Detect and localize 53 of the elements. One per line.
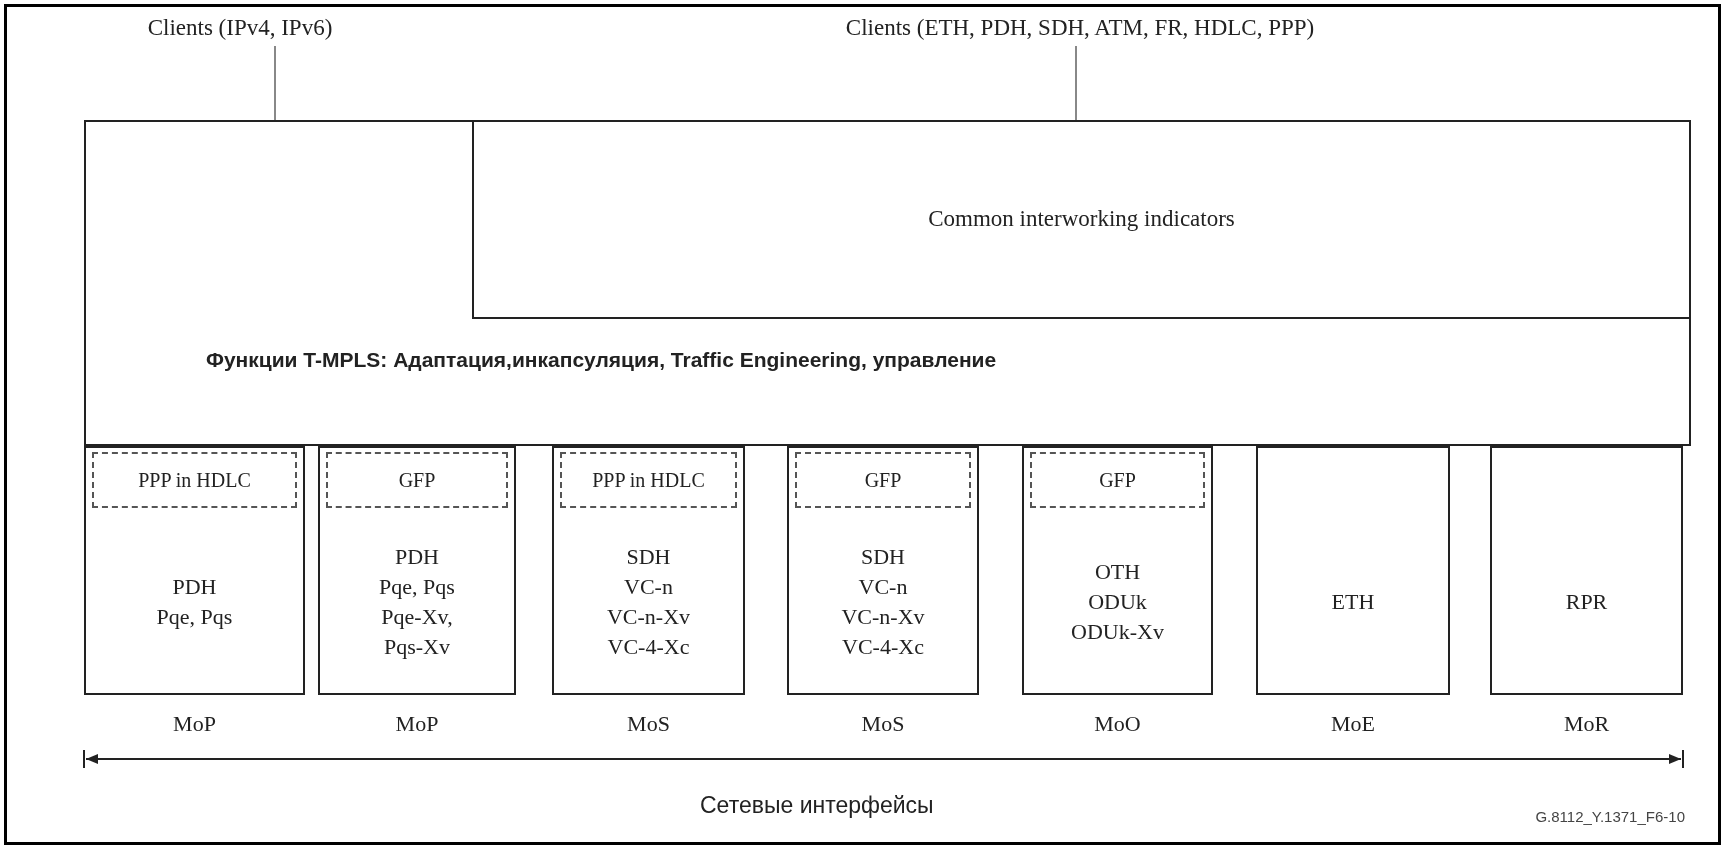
interface-label: PDH	[395, 542, 439, 571]
interface-box	[318, 446, 516, 695]
figure-id: G.8112_Y.1371_F6-10	[1535, 807, 1685, 827]
interface-box	[1256, 446, 1450, 695]
interface-label: PDH	[172, 572, 217, 601]
function-text: Функции T-MPLS: Адаптация,инкапсуляция, Traffic Engineering, управление	[206, 347, 997, 373]
box-label: GFP	[864, 468, 902, 493]
interface-label: Pqe, Pqs	[156, 602, 233, 631]
interface-box	[1490, 446, 1683, 695]
interface-box	[84, 446, 305, 695]
box-label: PPP in HDLC	[592, 468, 705, 493]
interface-label: ODUk	[1088, 587, 1147, 616]
mapping-label: MoP	[172, 710, 217, 738]
box-label: PPP in HDLC	[138, 468, 251, 493]
interface-label: VC-n	[624, 572, 673, 601]
dashed-box	[326, 452, 508, 508]
mapping-label: MoE	[1330, 710, 1376, 738]
dashed-box	[92, 452, 297, 508]
client-label: Clients (ETH, PDH, SDH, ATM, FR, HDLC, PPP)	[720, 10, 1440, 46]
box-label: Common interworking indicators	[928, 205, 1235, 234]
mapping-label: MoO	[1093, 710, 1142, 738]
interface-label: SDH	[861, 542, 905, 571]
interface-label: ETH	[1331, 587, 1375, 616]
function-box	[84, 120, 1691, 446]
interface-label: ODUk-Xv	[1071, 617, 1164, 646]
interface-label: OTH	[1094, 557, 1141, 586]
connector-line	[274, 45, 276, 121]
dashed-box	[560, 452, 737, 508]
interface-label: VC-4-Xc	[607, 632, 690, 661]
mapping-label: MoR	[1562, 710, 1611, 738]
dashed-box	[795, 452, 971, 508]
interface-label: RPR	[1565, 587, 1608, 616]
interface-box	[787, 446, 979, 695]
mapping-label: MoS	[860, 710, 906, 738]
dashed-box	[1030, 452, 1205, 508]
interface-label: VC-4-Xc	[842, 632, 924, 661]
interface-label: VC-n	[858, 572, 908, 601]
interface-label: SDH	[626, 542, 671, 571]
interface-label: Pqe, Pqs	[379, 572, 455, 601]
connector-line	[1075, 45, 1077, 121]
interface-label: VC-n-Xv	[606, 602, 691, 631]
client-label: Clients (IPv4, IPv6)	[120, 10, 360, 46]
interface-box	[1022, 446, 1213, 695]
dimension-label: Сетевые интерфейсы	[700, 791, 934, 820]
mapping-label: MoP	[394, 710, 440, 738]
box-label: GFP	[398, 468, 436, 493]
interworking-box	[472, 120, 1691, 319]
box-label: GFP	[1099, 468, 1136, 493]
interface-label: Pqs-Xv	[384, 632, 450, 661]
interface-box	[552, 446, 745, 695]
interface-label: VC-n-Xv	[841, 602, 925, 631]
interface-label: Pqe-Xv,	[381, 602, 453, 631]
mapping-label: MoS	[626, 710, 671, 738]
